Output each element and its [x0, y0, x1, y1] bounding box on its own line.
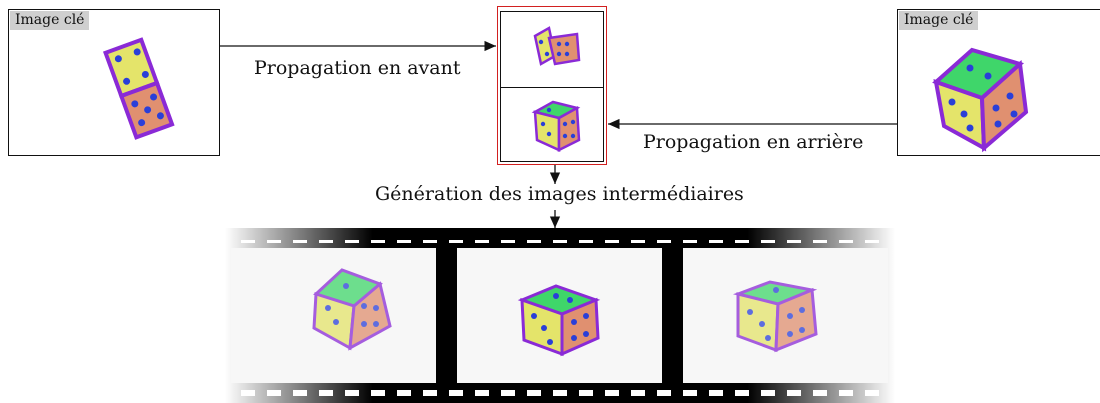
keyframe-right-label: Image clé	[899, 11, 979, 30]
backward-propagation-label: Propagation en arrière	[643, 131, 864, 153]
film-frame-3-die	[732, 280, 818, 353]
intermediate-frame-top	[500, 11, 604, 87]
intermediate-frame-bottom	[500, 87, 604, 162]
keyframe-left-die	[102, 37, 175, 140]
keyframe-left: Image clé	[8, 9, 220, 156]
keyframe-left-label: Image clé	[10, 11, 90, 30]
keyframe-right-die	[932, 47, 1029, 153]
intermediate-frames-box	[497, 6, 607, 165]
film-frame-2-die	[517, 284, 601, 357]
forward-propagation-label: Propagation en avant	[254, 57, 461, 79]
keyframe-right: Image clé	[897, 9, 1100, 156]
generation-label: Génération des images intermédiaires	[375, 183, 744, 205]
intermediate-frame-bottom-die	[531, 100, 581, 153]
intermediate-frame-top-die	[533, 26, 581, 66]
film-frame-1-die	[312, 268, 392, 351]
